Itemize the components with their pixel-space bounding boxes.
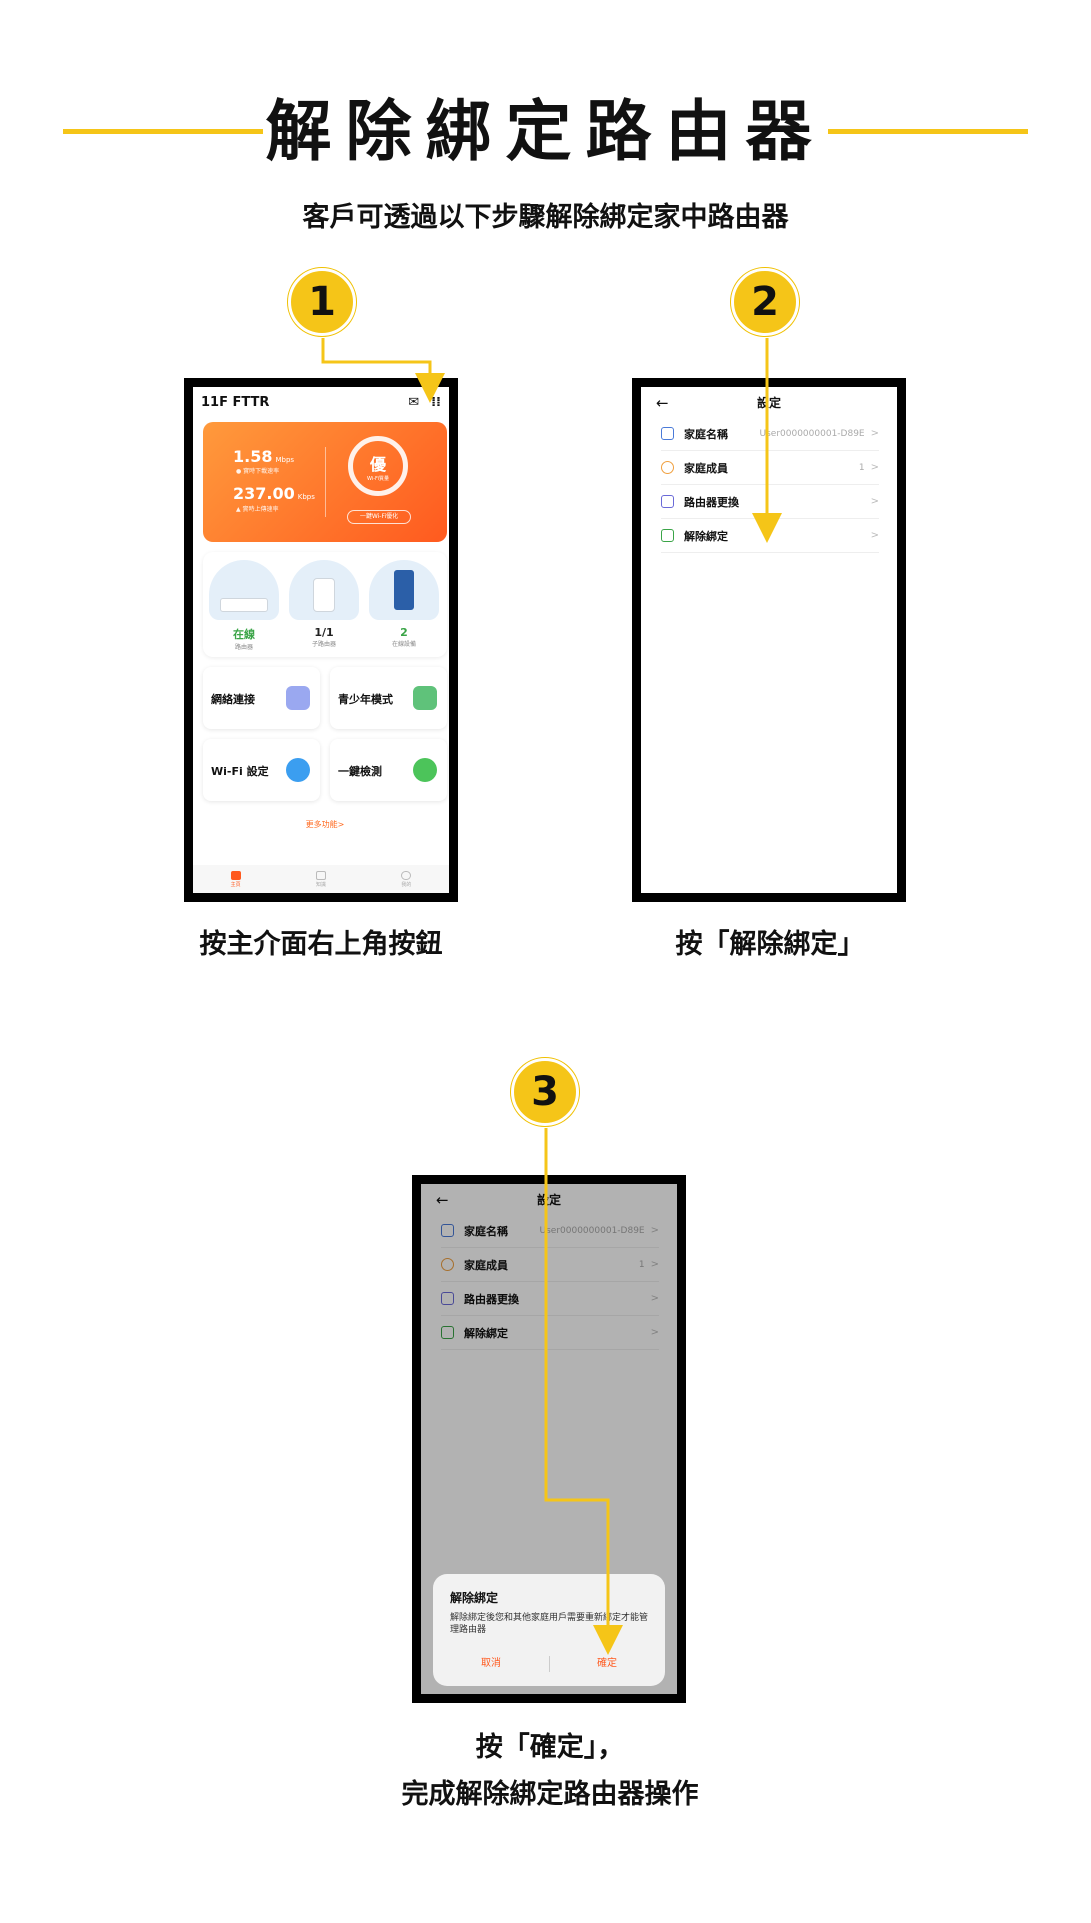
device-panel: 在線 路由器 1/1 子路由器 2 在線設備: [203, 552, 447, 657]
shield-icon: [413, 686, 437, 710]
settings-row-router-replace[interactable]: 路由器更換 >: [441, 1282, 659, 1316]
step-1-badge: 1: [288, 268, 356, 336]
book-tab-icon: [315, 870, 326, 880]
title-right-line: [828, 129, 1028, 134]
network-icon: [286, 686, 310, 710]
step-2-caption: 按「解除綁定」: [675, 929, 865, 960]
router-swap-icon: [661, 495, 674, 508]
unbind-icon: [441, 1326, 454, 1339]
more-features-link[interactable]: 更多功能>: [305, 820, 345, 829]
unbind-dialog: 解除綁定 解除綁定後您和其他家庭用戶需要重新綁定才能管理路由器 取消 確定: [433, 1574, 665, 1686]
step-2-screenshot: ← 設定 家庭名稱 User0000000001-D89E> 家庭成員 1> 路…: [632, 378, 906, 902]
settings-row-unbind[interactable]: 解除綁定 >: [441, 1316, 659, 1350]
router-swap-icon: [441, 1292, 454, 1305]
step-1-arrow: [321, 338, 445, 403]
check-icon: [413, 758, 437, 782]
tab-profile[interactable]: 我的: [401, 870, 412, 888]
teen-mode-tile[interactable]: 青少年模式: [330, 667, 447, 729]
person-tab-icon: [401, 870, 412, 880]
back-arrow-icon[interactable]: ←: [436, 1191, 449, 1209]
person-icon: [661, 461, 674, 474]
person-icon: [441, 1258, 454, 1271]
page-subtitle: 客戶可透過以下步驟解除綁定家中路由器: [302, 202, 789, 233]
wifi-quality-ring: 優 Wi-Fi質量: [348, 436, 408, 496]
dialog-title: 解除綁定: [450, 1591, 499, 1605]
home-icon: [661, 427, 674, 440]
settings-row-family-name[interactable]: 家庭名稱 User0000000001-D89E>: [661, 417, 879, 451]
page-title: 解除綁定路由器: [265, 93, 826, 170]
dialog-message: 解除綁定後您和其他家庭用戶需要重新綁定才能管理路由器: [450, 1613, 649, 1635]
mail-icon[interactable]: ✉: [408, 394, 420, 410]
sub-router-device[interactable]: 1/1 子路由器: [289, 560, 359, 648]
step-1-caption: 按主介面右上角按鈕: [199, 929, 443, 960]
card-divider: [325, 447, 326, 517]
confirm-button[interactable]: 確定: [597, 1658, 617, 1669]
step-3-caption-line-2: 完成解除綁定路由器操作: [401, 1779, 699, 1810]
step-3-screenshot: ← 設定 家庭名稱 User0000000001-D89E> 家庭成員 1> 路…: [412, 1175, 686, 1703]
wifi-settings-tile[interactable]: Wi-Fi 設定: [203, 739, 320, 801]
cancel-button[interactable]: 取消: [481, 1658, 501, 1669]
step-2-badge: 2: [731, 268, 799, 336]
download-label: ● 實時下載速率: [236, 468, 280, 475]
title-left-line: [63, 129, 263, 134]
step-3-caption-line-1: 按「確定」，: [475, 1732, 625, 1763]
flower-icon: [286, 758, 310, 782]
settings-row-family-name[interactable]: 家庭名稱 User0000000001-D89E>: [441, 1214, 659, 1248]
tab-knowledge[interactable]: 知識: [315, 870, 326, 888]
settings-row-family-members[interactable]: 家庭成員 1>: [441, 1248, 659, 1282]
upload-label: ▲ 實時上傳速率: [236, 506, 279, 513]
online-devices[interactable]: 2 在線設備: [369, 560, 439, 648]
home-icon: [441, 1224, 454, 1237]
wifi-optimize-button[interactable]: 一鍵Wi-Fi優化: [347, 510, 411, 524]
settings-row-unbind[interactable]: 解除綁定 >: [661, 519, 879, 553]
one-click-check-tile[interactable]: 一鍵檢測: [330, 739, 447, 801]
bottom-tabbar: 主頁 知識 我的: [193, 865, 449, 893]
settings-row-family-members[interactable]: 家庭成員 1>: [661, 451, 879, 485]
settings-header: ← 設定: [436, 1191, 561, 1209]
unbind-icon: [661, 529, 674, 542]
settings-header: ← 設定: [656, 394, 781, 412]
network-connection-tile[interactable]: 網絡連接: [203, 667, 320, 729]
tab-home[interactable]: 主頁: [230, 870, 241, 888]
back-arrow-icon[interactable]: ←: [656, 394, 669, 412]
home-tab-icon: [230, 870, 241, 880]
router-device[interactable]: 在線 路由器: [209, 560, 279, 651]
step-3-badge: 3: [511, 1058, 579, 1126]
network-name[interactable]: 11F FTTR: [201, 394, 270, 410]
dialog-divider: [549, 1656, 550, 1672]
step-3-arrow: [544, 1128, 623, 1655]
